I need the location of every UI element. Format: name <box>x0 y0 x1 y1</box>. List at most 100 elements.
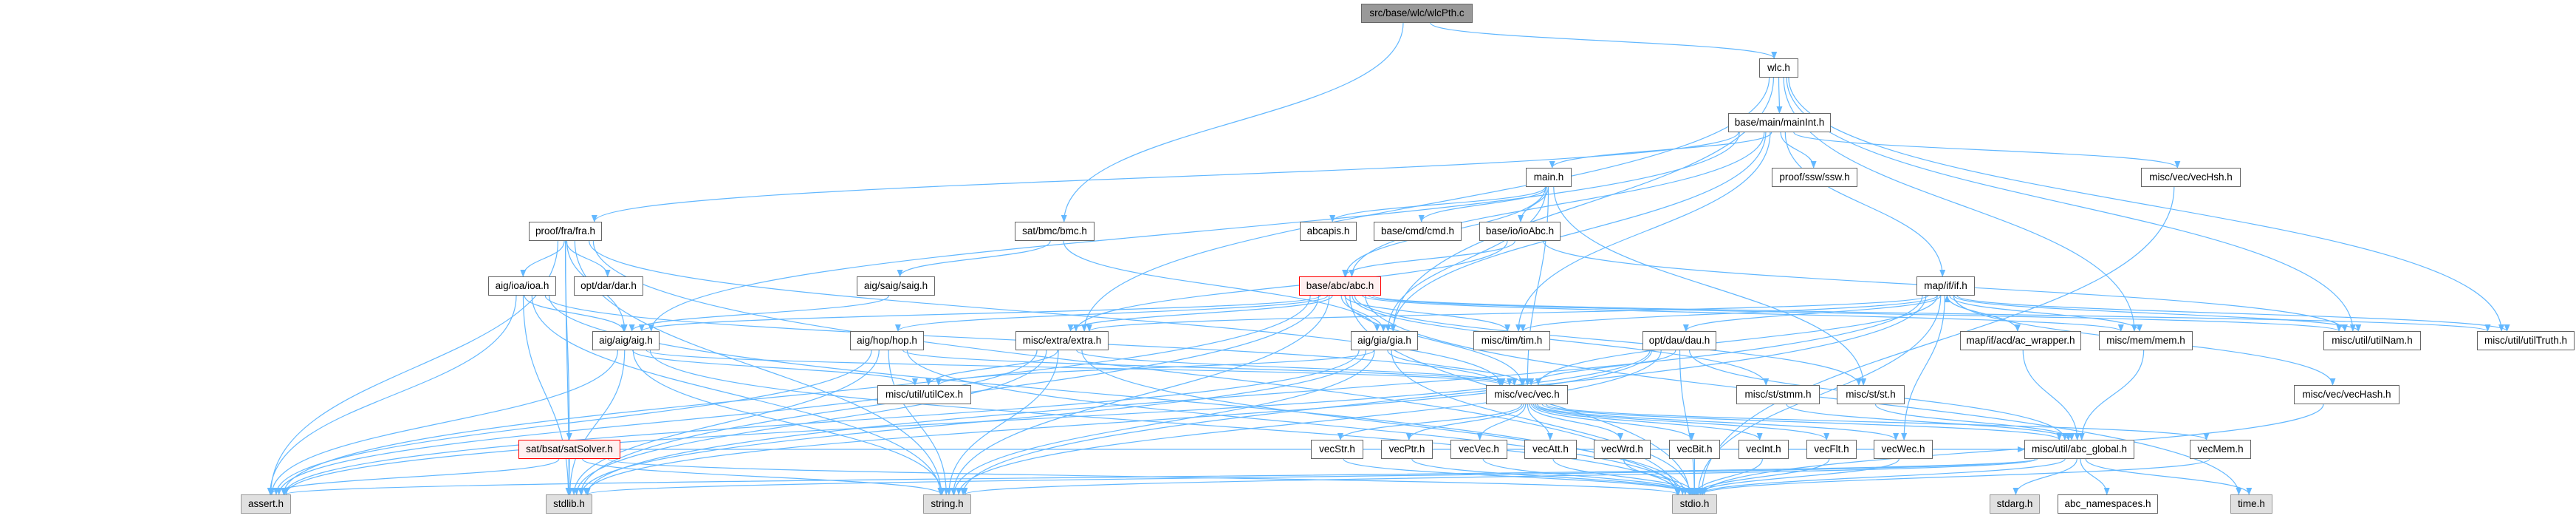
edge-vec-to-vecFlt <box>1535 404 1830 440</box>
graph-node-dau[interactable]: opt/dau/dau.h <box>1642 331 1716 350</box>
graph-node-main[interactable]: main.h <box>1526 168 1572 187</box>
graph-node-vec-mem[interactable]: vecMem.h <box>2190 440 2251 459</box>
edge-acw-to-if <box>1944 295 2018 332</box>
edge-mainInt-to-tim <box>1515 132 1771 332</box>
edge-if-to-utilNam <box>1953 295 2362 332</box>
graph-node-mem[interactable]: misc/mem/mem.h <box>2099 331 2193 350</box>
graph-node-stmm[interactable]: misc/st/stmm.h <box>1736 385 1820 404</box>
graph-node-vec-hash[interactable]: misc/vec/vecHash.h <box>2294 385 2399 404</box>
graph-node-vec-ptr[interactable]: vecPtr.h <box>1381 440 1433 459</box>
edge-vec-to-vecVec <box>1476 404 1527 440</box>
graph-node-wlc[interactable]: wlc.h <box>1759 58 1798 78</box>
graph-node-ioa[interactable]: aig/ioa/ioa.h <box>488 276 556 296</box>
edge-hop-to-stdio <box>906 350 1686 495</box>
graph-node-sat-solver[interactable]: sat/bsat/satSolver.h <box>518 440 620 459</box>
edge-extra-to-assert <box>275 350 1038 495</box>
graph-node-if[interactable]: map/if/if.h <box>1916 276 1975 296</box>
graph-node-extra[interactable]: misc/extra/extra.h <box>1015 331 1109 350</box>
graph-node-abc-ns[interactable]: abc_namespaces.h <box>2058 494 2158 514</box>
edge-main-to-gia <box>1385 186 1547 332</box>
graph-node-abc[interactable]: base/abc/abc.h <box>1299 276 1381 296</box>
edge-ioa-to-stdlib <box>522 295 572 495</box>
graph-node-aig[interactable]: aig/aig/aig.h <box>592 331 660 350</box>
graph-node-stdio[interactable]: stdio.h <box>1672 494 1717 514</box>
edge-extra-to-vec <box>1076 350 1518 386</box>
edge-ioa-to-string <box>531 295 944 495</box>
edge-wlc-to-mainInt <box>1776 77 1783 114</box>
graph-node-vec-str[interactable]: vecStr.h <box>1311 440 1363 459</box>
graph-node-stdarg[interactable]: stdarg.h <box>1990 494 2040 514</box>
edge-main-to-abcapis <box>1329 186 1546 222</box>
edge-satSolver-to-string <box>582 458 945 495</box>
graph-node-abc-global[interactable]: misc/util/abc_global.h <box>2024 440 2134 459</box>
graph-node-stdlib[interactable]: stdlib.h <box>546 494 592 514</box>
graph-node-vec[interactable]: misc/vec/vec.h <box>1486 385 1568 404</box>
edge-vecFlt-to-stdio <box>1693 458 1830 495</box>
graph-node-util-cex[interactable]: misc/util/utilCex.h <box>877 385 971 404</box>
graph-node-vec-bit[interactable]: vecBit.h <box>1669 440 1720 459</box>
graph-node-st[interactable]: misc/st/st.h <box>1837 385 1905 404</box>
edge-aig-to-vec <box>645 350 1505 386</box>
edge-abc-to-tim <box>1344 295 1511 332</box>
edge-abcGlobal-to-stdarg <box>2012 458 2077 495</box>
edge-aig-to-string <box>632 350 945 495</box>
edge-abc-to-assert <box>281 295 1311 495</box>
graph-node-util-truth[interactable]: misc/util/utilTruth.h <box>2477 331 2575 350</box>
edge-vecPtr-to-stdio <box>1411 458 1693 495</box>
graph-node-gia[interactable]: aig/gia/gia.h <box>1351 331 1418 350</box>
graph-node-vec-hsh[interactable]: misc/vec/vecHsh.h <box>2141 168 2241 187</box>
graph-node-ssw[interactable]: proof/ssw/ssw.h <box>1772 168 1857 187</box>
edge-gia-to-assert <box>281 350 1360 495</box>
graph-node-cmd[interactable]: base/cmd/cmd.h <box>1374 222 1462 241</box>
graph-node-saig[interactable]: aig/saig/saig.h <box>857 276 935 296</box>
graph-node-bmc[interactable]: sat/bmc/bmc.h <box>1015 222 1095 241</box>
edge-abc-to-aig <box>639 295 1321 332</box>
edge-mainInt-to-fra <box>592 132 1739 222</box>
graph-node-assert[interactable]: assert.h <box>241 494 291 514</box>
edge-bmc-to-saig <box>897 240 1051 277</box>
graph-node-dar[interactable]: opt/dar/dar.h <box>574 276 643 296</box>
edge-vec-to-vecInt <box>1532 404 1763 440</box>
edge-mainInt-to-ssw <box>1780 132 1817 169</box>
graph-node-main-int[interactable]: base/main/mainInt.h <box>1728 113 1831 132</box>
edge-main-to-st <box>1553 186 1867 386</box>
edge-fra-to-vec <box>589 240 1504 386</box>
edge-vecWec-to-stdio <box>1694 458 1900 495</box>
graph-node-acw[interactable]: map/if/acd/ac_wrapper.h <box>1960 331 2081 350</box>
graph-node-string[interactable]: string.h <box>923 494 971 514</box>
edge-abc-to-stmm <box>1352 295 1770 386</box>
edge-dau-to-vec <box>1528 350 1676 386</box>
graph-node-vec-wrd[interactable]: vecWrd.h <box>1594 440 1651 459</box>
edge-ioAbc-to-extra <box>1073 240 1508 332</box>
edge-aig-to-utilCex <box>632 350 918 386</box>
edge-hop-to-vec <box>902 350 1513 386</box>
graph-node-abcapis[interactable]: abcapis.h <box>1300 222 1357 241</box>
graph-node-tim[interactable]: misc/tim/tim.h <box>1473 331 1550 350</box>
edge-ioAbc-to-abc <box>1342 240 1515 277</box>
graph-node-hop[interactable]: aig/hop/hop.h <box>850 331 924 350</box>
graph-node-util-nam[interactable]: misc/util/utilNam.h <box>2323 331 2421 350</box>
edge-abc-to-utilNam <box>1368 295 2342 332</box>
edge-stmm-to-abcGlobal <box>1786 404 2072 440</box>
edge-abc-to-extra <box>1067 295 1333 332</box>
graph-node-vec-flt[interactable]: vecFlt.h <box>1806 440 1857 459</box>
graph-node-vec-att[interactable]: vecAtt.h <box>1524 440 1577 459</box>
edge-satSolver-to-assert <box>267 458 560 495</box>
graph-node-wlc-pth[interactable]: src/base/wlc/wlcPth.c <box>1361 4 1473 23</box>
edge-vecMem-to-stdio <box>1699 458 2210 495</box>
edge-vec-to-vecBit <box>1531 404 1695 440</box>
graph-node-vec-int[interactable]: vecInt.h <box>1739 440 1789 459</box>
edge-if-to-tim <box>1520 295 1938 332</box>
edge-main-to-cmd <box>1418 186 1547 222</box>
edge-mainInt-to-abc <box>1349 132 1765 277</box>
edge-gia-to-utilCex <box>936 350 1374 386</box>
edge-gia-to-vec <box>1387 350 1527 386</box>
graph-node-vec-vec[interactable]: vecVec.h <box>1450 440 1507 459</box>
edge-dau-to-string <box>956 350 1662 495</box>
graph-node-vec-wec[interactable]: vecWec.h <box>1874 440 1933 459</box>
edge-bmc-to-gia <box>1063 240 1380 332</box>
graph-node-io-abc[interactable]: base/io/ioAbc.h <box>1479 222 1561 241</box>
graph-node-fra[interactable]: proof/fra/fra.h <box>529 222 602 241</box>
edge-dau-to-stdlib <box>583 350 1653 495</box>
graph-node-time[interactable]: time.h <box>2230 494 2272 514</box>
